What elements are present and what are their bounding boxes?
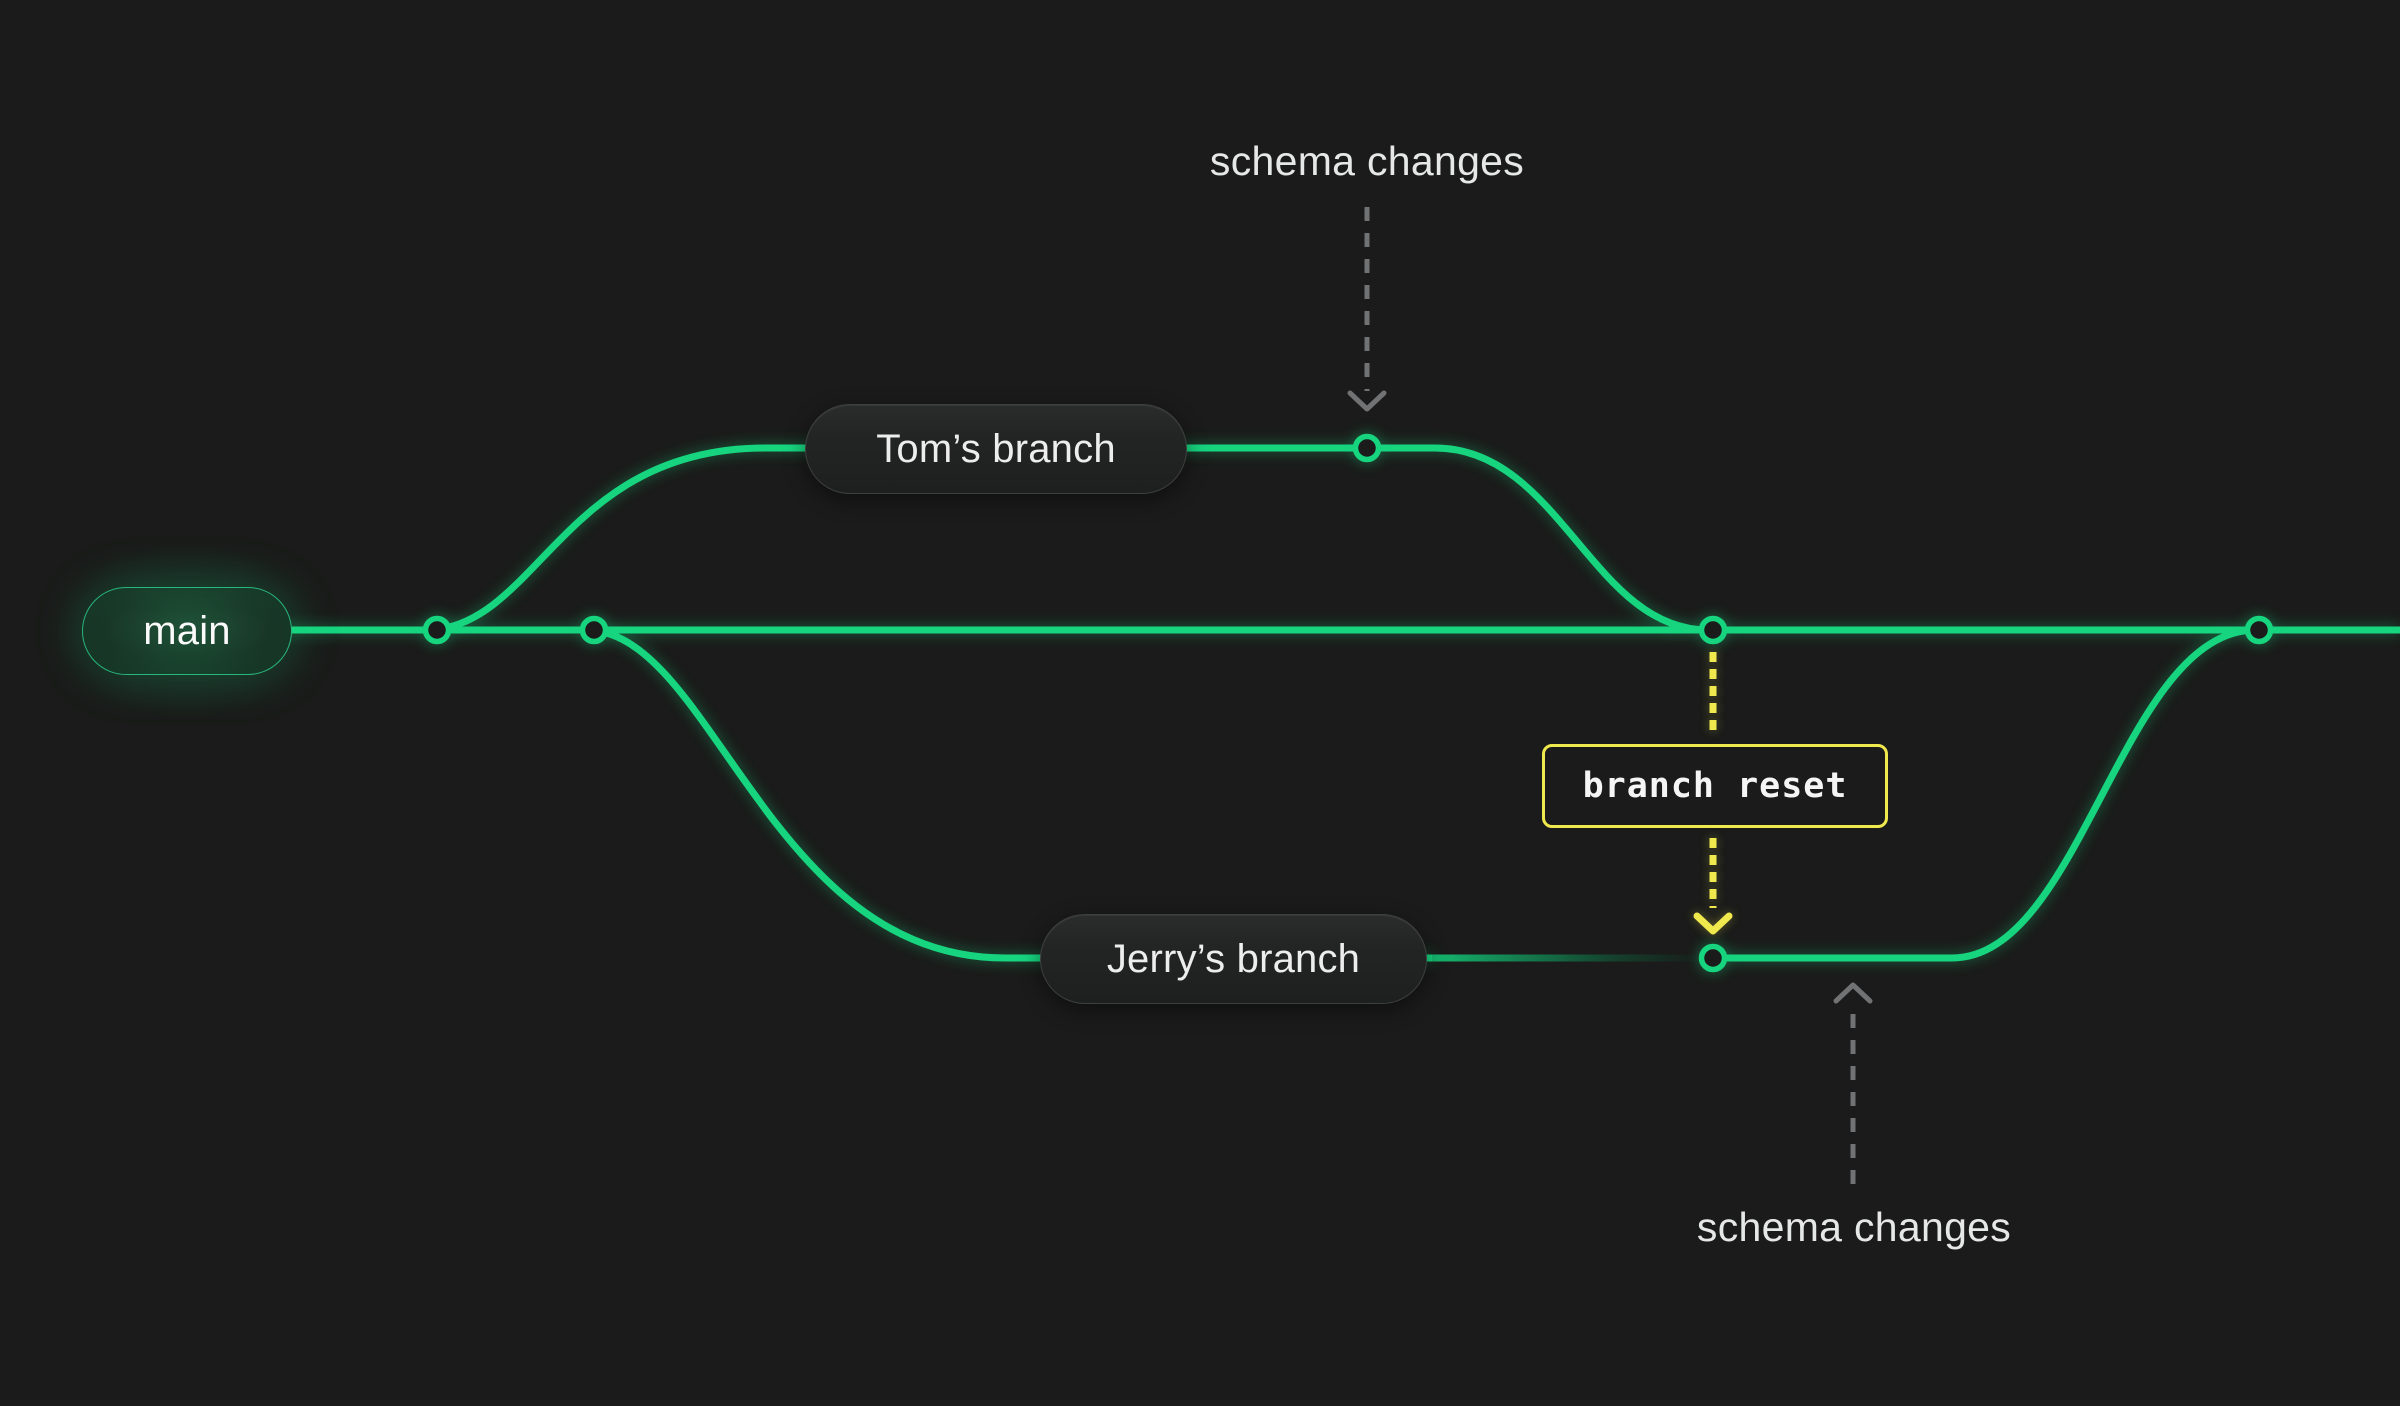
chevron-up-icon	[1833, 982, 1873, 1004]
branch-reset-label: branch reset	[1582, 766, 1848, 806]
main-branch-label: main	[143, 608, 231, 653]
commit-dot-tom-schema	[1352, 433, 1382, 463]
commit-dot-jerry-reset	[1698, 943, 1728, 973]
main-branch-pill: main	[3, 508, 371, 754]
tom-branch-line	[439, 444, 1709, 634]
jerry-branch-merge-line	[1713, 626, 2257, 962]
commit-dot-main-reset	[1698, 615, 1728, 645]
jerry-branch-fork-line	[596, 627, 1432, 962]
commit-dot-main-merge	[2244, 615, 2274, 645]
schema-arrow-bottom	[1833, 982, 1873, 1192]
commit-dot-main-fork-tom	[422, 615, 452, 645]
chevron-down-icon	[1693, 912, 1733, 935]
schema-changes-bottom-label: schema changes	[1696, 1204, 2012, 1250]
branch-reset-arrow	[1693, 652, 1733, 935]
tom-branch-pill: Tom’s branch	[805, 404, 1187, 494]
jerry-branch-label: Jerry’s branch	[1106, 936, 1361, 981]
tom-branch-label: Tom’s branch	[876, 426, 1116, 471]
commit-dot-main-fork-jerry	[579, 615, 609, 645]
branch-reset-box: branch reset	[1542, 744, 1888, 828]
schema-arrow-top	[1347, 207, 1387, 412]
jerry-branch-pill: Jerry’s branch	[1040, 914, 1427, 1004]
schema-changes-top-label: schema changes	[1209, 138, 1525, 184]
chevron-down-icon	[1347, 390, 1387, 412]
